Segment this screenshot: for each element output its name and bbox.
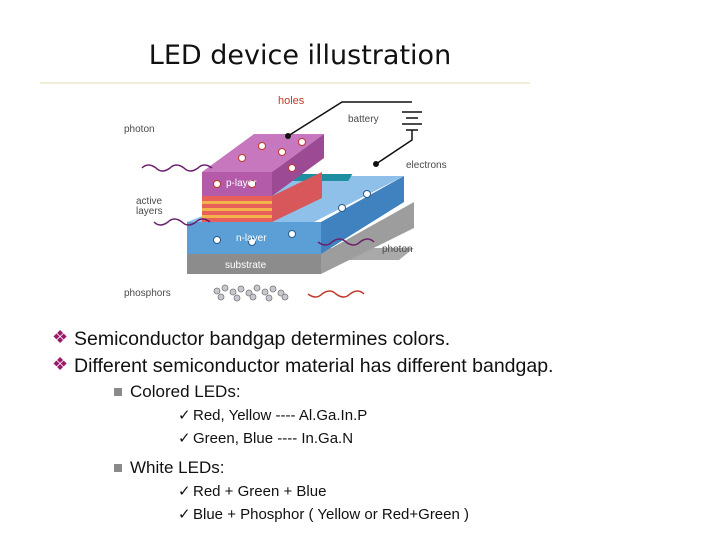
battery-wire-positive: [287, 101, 412, 137]
label-p-layer: p-layer: [226, 178, 257, 189]
bullet-list: ❖ Semiconductor bandgap determines color…: [52, 327, 692, 528]
label-photon-left: photon: [124, 124, 155, 135]
photon-wave-right: [317, 238, 375, 246]
electrons-group: [213, 190, 371, 246]
photon-wave-left: [141, 164, 213, 172]
hole-6: [248, 180, 256, 188]
p-layer-top: [202, 134, 324, 172]
sub-bullet-text: Colored LEDs:: [130, 382, 241, 401]
check-item: ✓ Blue + Phosphor ( Yellow or Red+Green …: [178, 505, 692, 528]
active-layer-stripe-2: [202, 208, 272, 211]
battery-icon: [402, 111, 422, 131]
check-item-text: Red + Green + Blue: [193, 483, 327, 500]
check-icon: ✓: [178, 407, 191, 424]
sub-bullet-white-leds: White LEDs:: [114, 458, 692, 482]
label-battery: battery: [348, 114, 379, 125]
check-item: ✓ Red, Yellow ---- Al.Ga.In.P: [178, 406, 692, 429]
wire-contact-p: [285, 133, 291, 139]
diamond-bullet-icon: ❖: [52, 354, 69, 374]
square-bullet-icon: [114, 464, 122, 472]
hole-4: [298, 138, 306, 146]
n-layer-side: [321, 176, 404, 254]
hole-3: [278, 148, 286, 156]
slide-title: LED device illustration: [148, 40, 452, 71]
p-layer-side: [272, 134, 324, 196]
substrate-side: [321, 202, 414, 274]
label-active-layers-1: active: [136, 196, 163, 207]
hole-2: [258, 142, 266, 150]
check-item-text: Blue + Phosphor ( Yellow or Red+Green ): [193, 506, 469, 523]
electron-1: [213, 236, 221, 244]
check-item: ✓ Red + Green + Blue: [178, 482, 692, 505]
hole-5: [213, 180, 221, 188]
bullet-bandgap-colors: ❖ Semiconductor bandgap determines color…: [52, 327, 692, 355]
hole-7: [288, 164, 296, 172]
active-layers-side: [272, 172, 322, 222]
check-icon: ✓: [178, 483, 191, 500]
label-n-layer: n-layer: [236, 233, 267, 244]
diamond-bullet-icon: ❖: [52, 327, 69, 347]
label-active-layers-2: layers: [136, 206, 163, 217]
led-device-diagram: holes battery photon electrons p-layer a…: [124, 95, 447, 302]
electron-2: [248, 238, 256, 246]
sub-bullet-colored-leds: Colored LEDs:: [114, 382, 692, 406]
label-phosphors: phosphors: [124, 288, 171, 299]
substrate-front: [187, 254, 321, 274]
battery-wire-negative: [375, 130, 413, 165]
n-layer-front: [187, 222, 321, 254]
active-layer-stripe-1: [202, 201, 272, 204]
sub-bullet-text: White LEDs:: [130, 458, 225, 477]
phosphor-particles: [213, 284, 289, 302]
title-underline: [40, 82, 530, 84]
check-item-text: Green, Blue ---- In.Ga.N: [193, 430, 354, 447]
label-holes: holes: [278, 95, 305, 107]
square-bullet-icon: [114, 388, 122, 396]
check-item-text: Red, Yellow ---- Al.Ga.In.P: [193, 407, 368, 424]
bullet-material-bandgap: ❖ Different semiconductor material has d…: [52, 354, 692, 382]
bullet-text: Different semiconductor material has dif…: [74, 355, 554, 377]
hole-1: [238, 154, 246, 162]
check-icon: ✓: [178, 506, 191, 523]
label-photon-right: photon: [382, 244, 413, 255]
label-electrons: electrons: [406, 160, 447, 171]
check-icon: ✓: [178, 430, 191, 447]
electron-5: [363, 190, 371, 198]
bullet-text: Semiconductor bandgap determines colors.: [74, 328, 451, 350]
holes-group: [213, 138, 306, 188]
photon-wave-bottom: [307, 290, 365, 298]
label-substrate: substrate: [225, 260, 267, 271]
check-item: ✓ Green, Blue ---- In.Ga.N: [178, 429, 692, 452]
photon-wave-left-2: [153, 218, 211, 226]
electron-4: [338, 204, 346, 212]
active-layer-stripe-3: [202, 215, 272, 218]
electron-3: [288, 230, 296, 238]
wire-contact-n: [373, 161, 379, 167]
